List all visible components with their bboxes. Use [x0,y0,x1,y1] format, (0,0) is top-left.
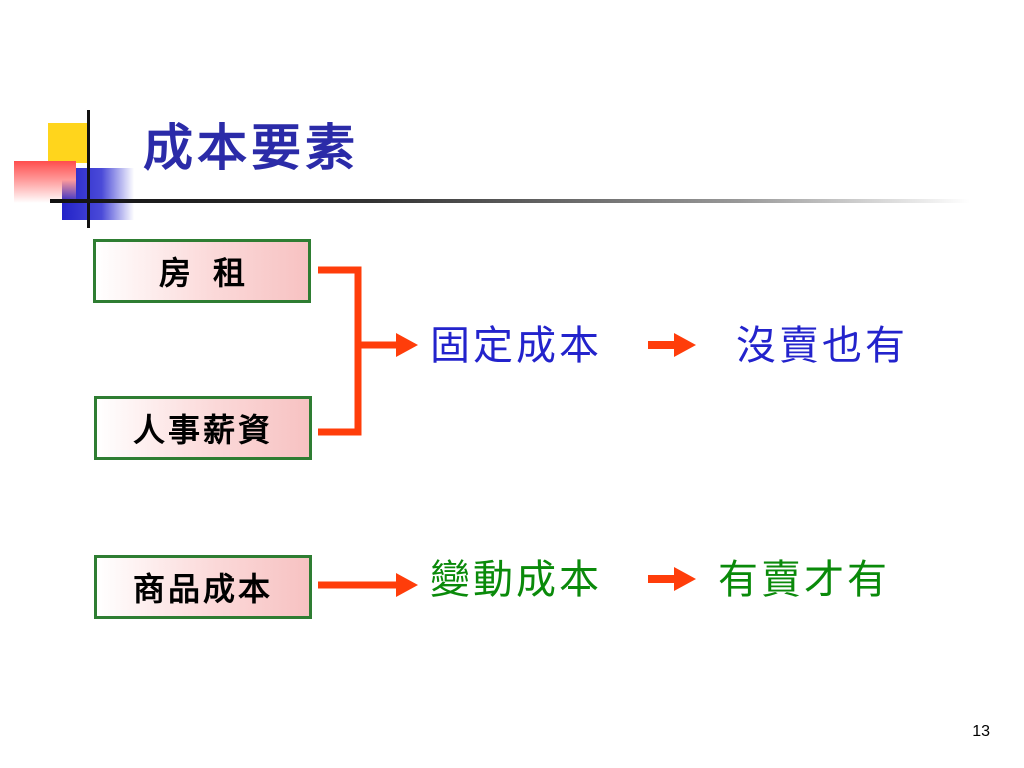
goods-cost-label: 商品成本 [132,570,273,608]
fixed-result-arrowhead [674,333,696,357]
goods-cost-box: 商品成本 [94,555,312,619]
variable-cost-arrowhead [396,573,418,597]
vertical-rule-decoration [87,110,90,228]
variable-result-arrow-shaft [648,575,676,583]
page-number: 13 [972,723,990,740]
bracket-connector [318,266,362,436]
slide-title: 成本要素 [143,118,359,177]
fixed-result-arrow-shaft [648,341,676,349]
salary-label: 人事薪資 [132,411,273,449]
fixed-cost-result: 沒賣也有 [736,323,908,369]
variable-cost-result: 有賣才有 [718,557,890,603]
variable-result-arrowhead [674,567,696,591]
fixed-cost-label: 固定成本 [430,323,602,369]
rent-box: 房租 [93,239,311,303]
salary-box: 人事薪資 [94,396,312,460]
fixed-cost-arrowhead [396,333,418,357]
rent-label: 房租 [158,254,267,292]
red-square-decoration [14,161,76,203]
title-underline-rule [50,199,970,203]
yellow-square-decoration [48,123,90,163]
variable-cost-label: 變動成本 [430,557,602,603]
